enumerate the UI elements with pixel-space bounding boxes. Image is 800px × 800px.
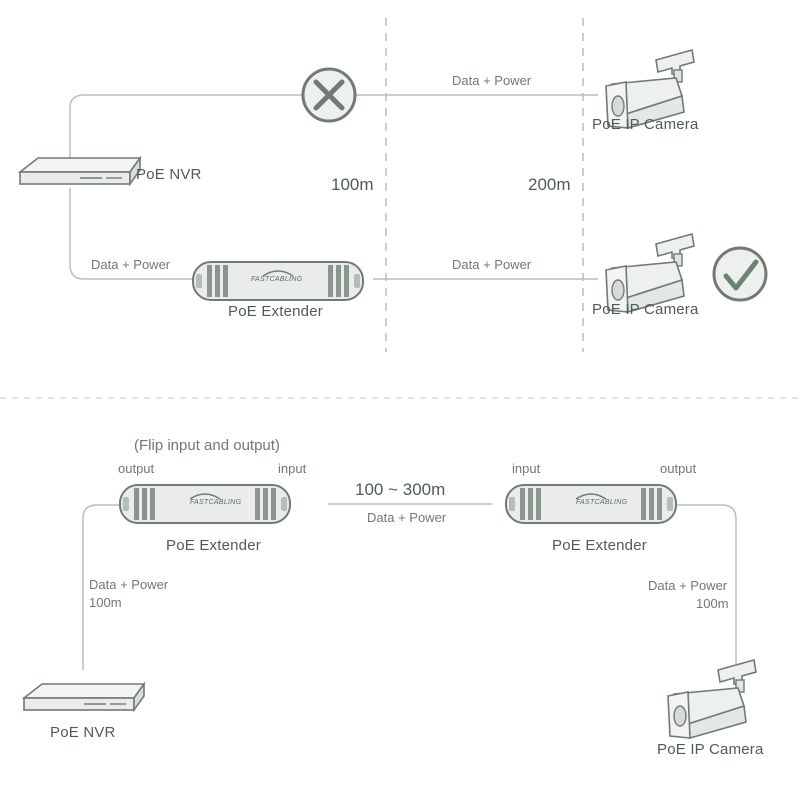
left-extender-brand-logo: FASTCABLING [190, 499, 242, 506]
ip-camera-icon [667, 659, 757, 739]
left-extender-input-label: input [278, 461, 307, 476]
success-check-icon [712, 246, 768, 302]
top-section [19, 18, 768, 352]
left-extender-name: PoE Extender [166, 537, 261, 554]
link-nvr-to-left-extender [82, 504, 120, 670]
distance-200m-label: 200m [528, 175, 571, 194]
right-extender-brand-logo: FASTCABLING [576, 499, 628, 506]
middle-link-label: Data + Power [367, 510, 447, 525]
bottom-nvr-label: PoE NVR [50, 724, 116, 741]
camera2-label: PoE IP Camera [592, 301, 699, 318]
nvr-device-icon [19, 157, 141, 185]
link-ok-label: Data + Power [452, 257, 532, 272]
right-extender-name: PoE Extender [552, 537, 647, 554]
bottom-section [23, 484, 757, 739]
nvr-to-extender-label: Data + Power [91, 257, 171, 272]
right-link-label: Data + Power [648, 578, 728, 593]
middle-distance-label: 100 ~ 300m [355, 480, 446, 499]
left-link-label: Data + Power [89, 577, 169, 592]
right-extender-output-label: output [660, 461, 697, 476]
link-fail-label: Data + Power [452, 73, 532, 88]
distance-100m-label: 100m [331, 175, 374, 194]
nvr-device-icon [23, 683, 145, 711]
bottom-camera-label: PoE IP Camera [657, 741, 764, 758]
left-extender-output-label: output [118, 461, 155, 476]
right-extender-input-label: input [512, 461, 541, 476]
link-nvr-to-camera-direct [69, 94, 303, 160]
right-link-distance: 100m [696, 596, 729, 611]
nvr-label: PoE NVR [136, 166, 202, 183]
fail-x-icon [301, 67, 357, 123]
link-right-extender-to-camera [676, 504, 737, 664]
extender-brand-logo: FASTCABLING [251, 276, 303, 283]
left-link-distance: 100m [89, 595, 122, 610]
extender-label: PoE Extender [228, 303, 323, 320]
camera1-label: PoE IP Camera [592, 116, 699, 133]
link-nvr-to-extender [69, 188, 193, 280]
flip-note: (Flip input and output) [134, 437, 280, 454]
